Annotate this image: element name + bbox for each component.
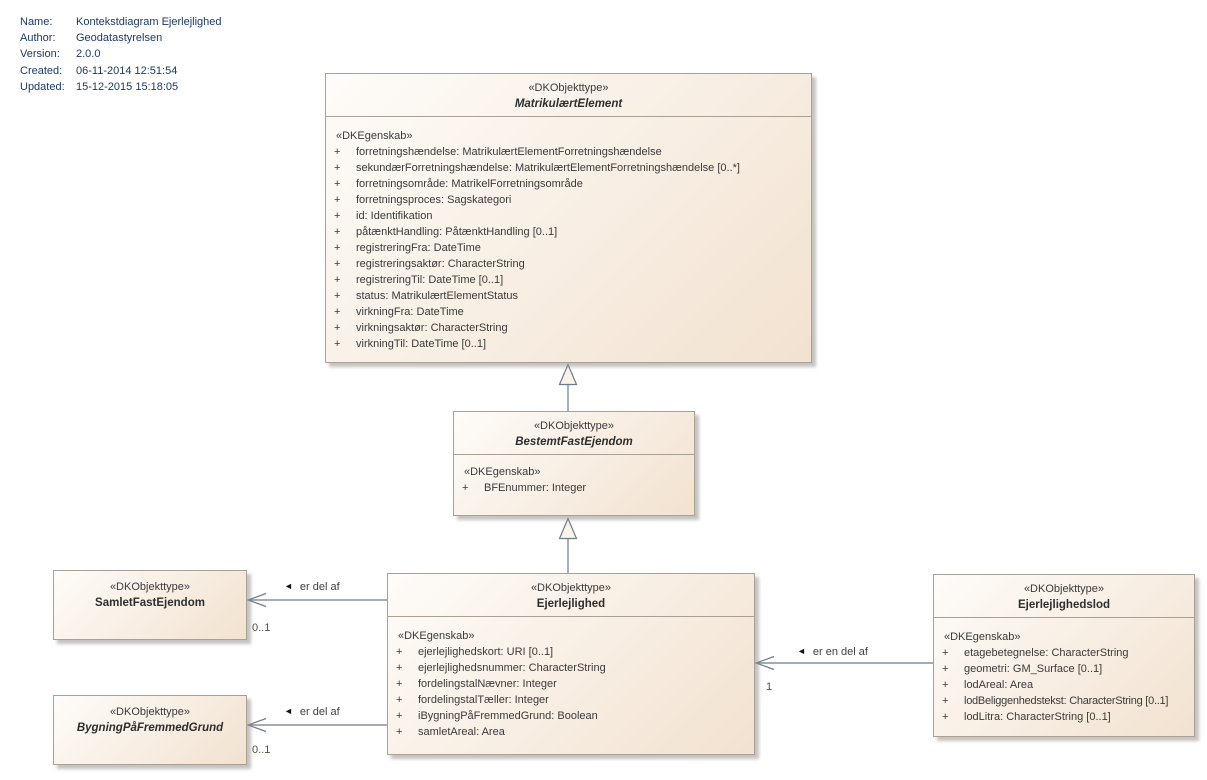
generalization-bestemtfastejendom-to-matrikulaertelement[interactable] <box>558 362 578 412</box>
meta-label: Created: <box>20 64 63 77</box>
diagram-version: 2.0.0 <box>76 48 101 61</box>
left-pointer-icon: ◄ <box>797 646 806 656</box>
diagram-metadata: Name: Kontekstdiagram Ejerlejlighed Auth… <box>20 14 222 95</box>
meta-row-version: Version: 2.0.0 <box>20 46 222 62</box>
attribute-row: +registreringFra: DateTime <box>334 242 481 254</box>
association-label-er-del-af-bygning: ◄ er del af <box>284 704 340 719</box>
class-name: Ejerlejlighedslod <box>1017 599 1111 611</box>
attribute-row: +samletAreal: Area <box>396 726 505 738</box>
class-stereotype: «DKObjekttype» <box>530 582 612 594</box>
class-samletfastejendom[interactable]: «DKObjekttype» SamletFastEjendom <box>53 570 247 640</box>
class-stereotype: «DKObjekttype» <box>109 706 191 718</box>
multiplicity-bygning: 0..1 <box>252 744 271 756</box>
class-name: BygningPåFremmedGrund <box>76 722 224 734</box>
class-name: BestemtFastEjendom <box>515 436 633 448</box>
property-stereotype: «DKEgenskab» <box>464 466 541 478</box>
class-stereotype: «DKObjekttype» <box>1023 583 1105 595</box>
attribute-row: +registreringsaktør: CharacterString <box>334 258 525 270</box>
class-header: «DKObjekttype» Ejerlejlighed <box>388 574 754 617</box>
diagram-updated: 15-12-2015 15:18:05 <box>76 80 179 93</box>
attribute-row: +id: Identifikation <box>334 210 433 222</box>
property-stereotype: «DKEgenskab» <box>336 130 413 142</box>
open-arrowhead-icon <box>754 655 775 671</box>
class-name: SamletFastEjendom <box>95 597 205 609</box>
attribute-row: +BFEnummer: Integer <box>462 482 587 494</box>
meta-row-name: Name: Kontekstdiagram Ejerlejlighed <box>20 14 222 30</box>
association-ejerlejlighed-to-bygningpaafremmedgrund[interactable] <box>246 717 388 733</box>
class-ejerlejlighed[interactable]: «DKObjekttype» Ejerlejlighed «DKEgenskab… <box>387 573 755 755</box>
attribute-row: +lodAreal: Area <box>942 679 1034 691</box>
hollow-triangle-arrowhead-icon <box>558 516 578 540</box>
class-bestemtfastejendom[interactable]: «DKObjekttype» BestemtFastEjendom «DKEge… <box>453 411 695 516</box>
class-stereotype: «DKObjekttype» <box>109 581 191 593</box>
left-pointer-icon: ◄ <box>284 581 293 591</box>
class-name: Ejerlejlighed <box>536 598 606 610</box>
class-name: MatrikulærtElement <box>514 98 623 110</box>
attribute-row: +sekundærForretningshændelse: Matrikulær… <box>334 162 740 174</box>
diagram-name: Kontekstdiagram Ejerlejlighed <box>76 16 222 28</box>
class-stereotype: «DKObjekttype» <box>528 82 609 94</box>
attribute-row: +forretningsområde: MatrikelForretningso… <box>334 178 583 190</box>
meta-row-updated: Updated: 15-12-2015 15:18:05 <box>20 79 222 95</box>
class-ejerlejlighedslod[interactable]: «DKObjekttype» Ejerlejlighedslod «DKEgen… <box>933 574 1195 737</box>
attribute-row: +lodLitra: CharacterString [0..1] <box>942 711 1111 723</box>
open-arrowhead-icon <box>246 592 267 608</box>
meta-row-author: Author: Geodatastyrelsen <box>20 30 222 46</box>
diagram-author: Geodatastyrelsen <box>76 32 163 45</box>
class-matrikulaertelement[interactable]: «DKObjekttype» MatrikulærtElement «DKEge… <box>325 73 812 363</box>
class-attributes: «DKEgenskab» +forretningshændelse: Matri… <box>326 117 811 352</box>
class-header: «DKObjekttype» SamletFastEjendom <box>54 571 246 615</box>
attribute-row: +virkningFra: DateTime <box>334 306 464 318</box>
association-ejerlejlighed-to-samletfastejendom[interactable] <box>246 592 388 608</box>
attribute-row: +registreringTil: DateTime [0..1] <box>334 274 504 286</box>
hollow-triangle-arrowhead-icon <box>558 362 578 386</box>
attribute-row: +etagebetegnelse: CharacterString <box>942 647 1129 659</box>
attribute-row: +fordelingstalTæller: Integer <box>396 694 549 706</box>
attribute-row: +fordelingstalNævner: Integer <box>396 678 557 690</box>
attribute-row: +påtænktHandling: PåtænktHandling [0..1] <box>334 226 558 238</box>
attribute-row: +lodBeliggenhedstekst: CharacterString [… <box>942 695 1169 707</box>
association-label-text: er del af <box>299 581 340 593</box>
association-label-text: er del af <box>299 706 340 718</box>
property-stereotype: «DKEgenskab» <box>944 631 1021 643</box>
class-bygningpaafremmedgrund[interactable]: «DKObjekttype» BygningPåFremmedGrund <box>53 695 247 765</box>
multiplicity-samlet: 0..1 <box>252 622 271 634</box>
attribute-row: +virkningsaktør: CharacterString <box>334 322 508 334</box>
class-attributes: «DKEgenskab» +etagebetegnelse: Character… <box>934 618 1194 725</box>
class-header: «DKObjekttype» BygningPåFremmedGrund <box>54 696 246 740</box>
class-header: «DKObjekttype» MatrikulærtElement <box>326 74 811 117</box>
meta-label: Version: <box>20 48 60 61</box>
generalization-ejerlejlighed-to-bestemtfastejendom[interactable] <box>558 516 578 574</box>
association-label-er-del-af-samlet: ◄ er del af <box>284 579 340 594</box>
attribute-row: +status: MatrikulærtElementStatus <box>334 290 519 302</box>
left-pointer-icon: ◄ <box>284 706 293 716</box>
class-stereotype: «DKObjekttype» <box>533 420 615 432</box>
meta-label: Author: <box>20 32 56 45</box>
association-ejerlejlighedslod-to-ejerlejlighed[interactable] <box>754 655 933 671</box>
property-stereotype: «DKEgenskab» <box>398 630 475 642</box>
attribute-row: +geometri: GM_Surface [0..1] <box>942 663 1103 675</box>
meta-label: Name: <box>20 16 53 28</box>
attribute-row: +virkningTil: DateTime [0..1] <box>334 338 487 350</box>
association-label-text: er en del af <box>812 646 868 658</box>
diagram-created: 06-11-2014 12:51:54 <box>76 64 178 77</box>
multiplicity-lod: 1 <box>766 681 773 693</box>
association-label-er-en-del-af: ◄ er en del af <box>797 644 868 659</box>
attribute-row: +ejerlejlighedsnummer: CharacterString <box>396 662 606 674</box>
class-header: «DKObjekttype» BestemtFastEjendom <box>454 412 694 455</box>
attribute-row: +iBygningPåFremmedGrund: Boolean <box>396 710 598 722</box>
meta-label: Updated: <box>20 80 65 93</box>
open-arrowhead-icon <box>246 717 267 733</box>
class-attributes: «DKEgenskab» +ejerlejlighedskort: URI [0… <box>388 617 754 740</box>
attribute-row: +forretningshændelse: MatrikulærtElement… <box>334 146 662 158</box>
class-attributes: «DKEgenskab» +BFEnummer: Integer <box>454 455 694 496</box>
class-header: «DKObjekttype» Ejerlejlighedslod <box>934 575 1194 618</box>
meta-row-created: Created: 06-11-2014 12:51:54 <box>20 63 222 79</box>
attribute-row: +ejerlejlighedskort: URI [0..1] <box>396 646 554 658</box>
attribute-row: +forretningsproces: Sagskategori <box>334 194 512 206</box>
